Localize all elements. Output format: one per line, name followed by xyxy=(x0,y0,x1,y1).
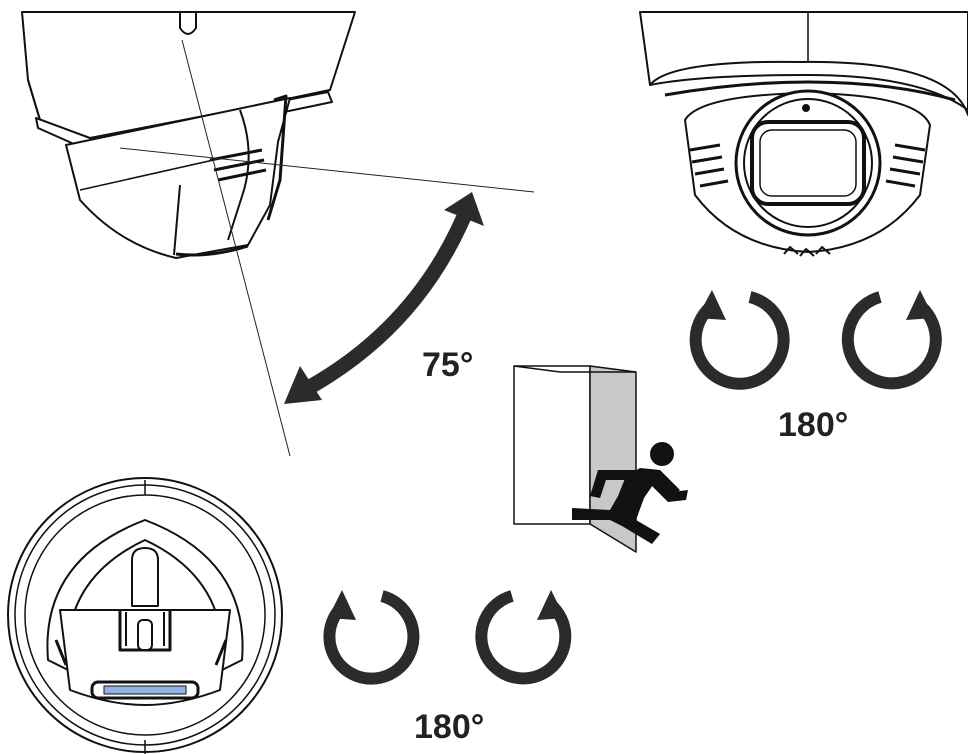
wall-block-illustration xyxy=(513,365,637,553)
running-person-icon xyxy=(572,442,688,544)
tilt-angle-label: 75° xyxy=(422,346,473,384)
rotate-counterclockwise-arrow-icon xyxy=(323,590,420,685)
rotate-clockwise-arrow-icon xyxy=(475,590,572,685)
tilted-camera-illustration xyxy=(21,11,535,457)
pan-counterclockwise-arrow-icon xyxy=(689,290,790,390)
pan-angle-label: 180° xyxy=(778,406,848,444)
pan-clockwise-arrow-icon xyxy=(841,290,942,390)
bottom-camera-illustration xyxy=(7,477,283,754)
rotate-angle-label: 180° xyxy=(414,708,484,746)
front-camera-illustration xyxy=(639,11,968,257)
curved-double-arrow-icon xyxy=(284,192,484,404)
